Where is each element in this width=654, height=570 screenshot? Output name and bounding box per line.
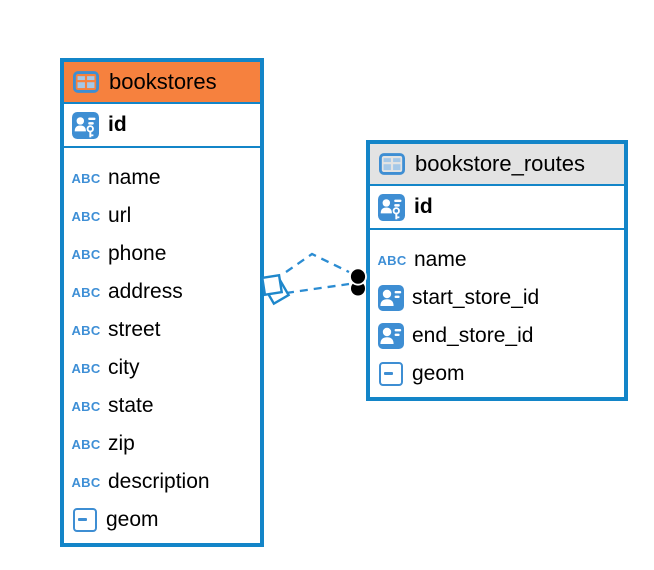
column-row-end-store-id[interactable]: end_store_id	[370, 317, 624, 355]
column-row-city[interactable]: ABC city	[64, 349, 260, 387]
text-type-icon: ABC	[71, 398, 101, 414]
column-label: description	[108, 470, 210, 493]
text-type-icon: ABC	[71, 208, 101, 224]
entity-bookstores-header[interactable]: bookstores	[64, 62, 260, 104]
text-type-icon: ABC	[71, 360, 101, 376]
column-row-description[interactable]: ABC description	[64, 463, 260, 501]
column-label: geom	[412, 362, 465, 385]
column-row-start-store-id[interactable]: start_store_id	[370, 279, 624, 317]
relationship-target-marker[interactable]	[349, 267, 367, 296]
column-row-name[interactable]: ABC name	[64, 159, 260, 197]
text-type-icon: ABC	[71, 170, 101, 186]
column-row-url[interactable]: ABC url	[64, 197, 260, 235]
primary-key-icon	[377, 193, 405, 221]
column-row-street[interactable]: ABC street	[64, 311, 260, 349]
column-list: ABC name start_store_id	[370, 230, 624, 397]
column-label: end_store_id	[412, 324, 534, 347]
table-icon	[72, 71, 100, 93]
column-label: url	[108, 204, 132, 227]
relationship-line-start-store[interactable]	[285, 252, 350, 274]
column-label: street	[108, 318, 161, 341]
geometry-type-icon	[73, 508, 97, 532]
table-title: bookstores	[109, 69, 217, 94]
text-type-icon: ABC	[71, 436, 101, 452]
column-label: geom	[106, 508, 159, 531]
text-type-icon: ABC	[71, 284, 101, 300]
primary-key-icon	[71, 111, 99, 139]
column-list: ABC name ABC url ABC phone ABC address A…	[64, 148, 260, 543]
column-row-state[interactable]: ABC state	[64, 387, 260, 425]
table-icon	[378, 153, 406, 175]
column-row-geom[interactable]: geom	[64, 501, 260, 539]
text-type-icon: ABC	[71, 322, 101, 338]
column-row-id[interactable]: id	[64, 104, 260, 148]
column-label: id	[414, 195, 433, 218]
column-label: start_store_id	[412, 286, 540, 309]
column-label: name	[414, 248, 467, 271]
column-row-id[interactable]: id	[370, 186, 624, 230]
entity-bookstore-routes-header[interactable]: bookstore_routes	[370, 144, 624, 186]
column-label: name	[108, 166, 161, 189]
column-row-zip[interactable]: ABC zip	[64, 425, 260, 463]
entity-bookstore-routes[interactable]: bookstore_routes id ABC name	[366, 140, 628, 401]
text-type-icon: ABC	[71, 246, 101, 262]
column-label: address	[108, 280, 183, 303]
column-row-address[interactable]: ABC address	[64, 273, 260, 311]
reference-type-icon	[377, 323, 405, 349]
entity-bookstores[interactable]: bookstores id ABC name	[60, 58, 264, 547]
column-label: zip	[108, 432, 135, 455]
text-type-icon: ABC	[377, 252, 407, 268]
text-type-icon: ABC	[71, 474, 101, 490]
column-row-name[interactable]: ABC name	[370, 241, 624, 279]
column-label: state	[108, 394, 154, 417]
column-row-geom[interactable]: geom	[370, 355, 624, 393]
relationship-line-end-store[interactable]	[285, 282, 350, 295]
column-row-phone[interactable]: ABC phone	[64, 235, 260, 273]
geometry-type-icon	[379, 362, 403, 386]
relationship-source-marker[interactable]	[260, 273, 291, 306]
column-label: city	[108, 356, 140, 379]
column-label: id	[108, 113, 127, 136]
column-label: phone	[108, 242, 167, 265]
table-title: bookstore_routes	[415, 151, 585, 176]
reference-type-icon	[377, 285, 405, 311]
